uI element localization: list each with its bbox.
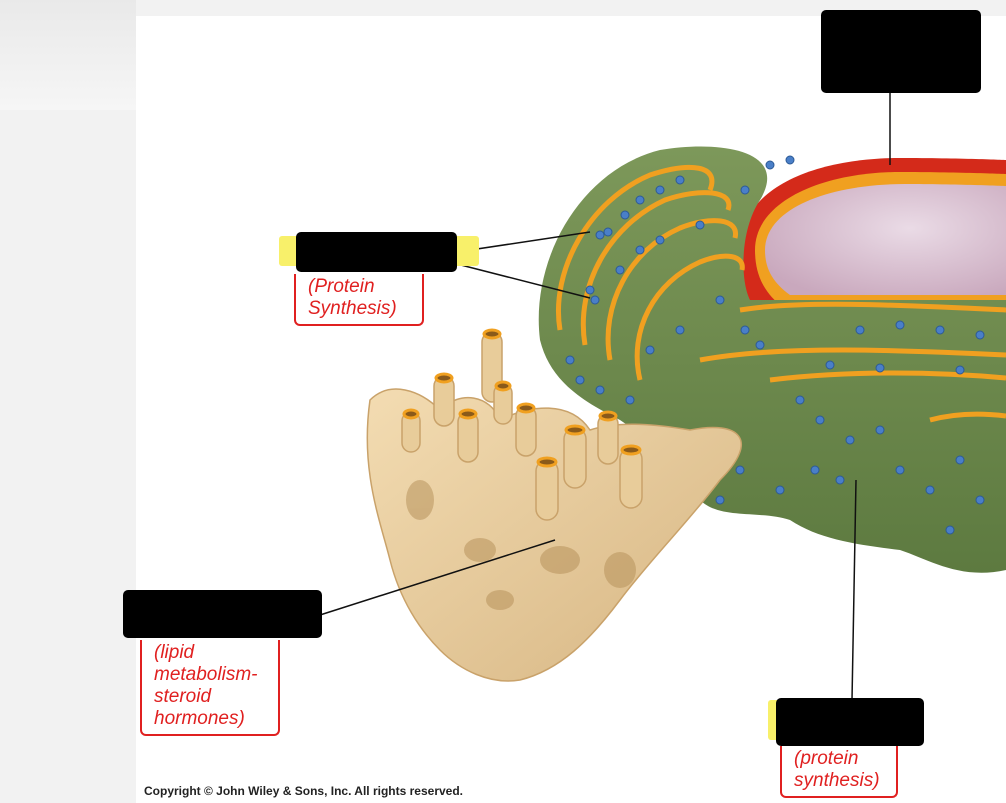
smooth-er (366, 328, 742, 682)
rough-er-note: (Protein Synthesis) (294, 274, 424, 326)
label-mask-smooth-er (123, 590, 322, 638)
nucleus (740, 158, 1006, 320)
slide-corner-fade (0, 0, 136, 110)
label-mask-ribosome (776, 698, 924, 746)
smooth-er-note: (lipid metabolism- steroid hormones) (140, 640, 280, 736)
leader-lines (319, 93, 891, 701)
label-mask-rough-er (296, 232, 457, 272)
rough-er (538, 146, 1006, 573)
copyright-text: Copyright © John Wiley & Sons, Inc. All … (144, 784, 464, 798)
ribosomes (565, 155, 985, 535)
label-mask-nucleus (821, 10, 981, 93)
ribosome-note: (protein synthesis) (780, 746, 898, 798)
